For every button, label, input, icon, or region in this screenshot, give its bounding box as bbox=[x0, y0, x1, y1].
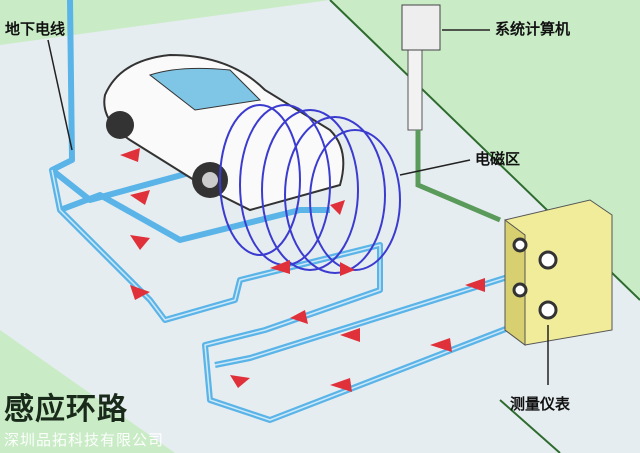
car bbox=[103, 53, 345, 212]
pole bbox=[407, 44, 423, 131]
cable bbox=[415, 130, 501, 223]
label-em-zone: 电磁区 bbox=[475, 150, 521, 168]
road-edge bbox=[499, 399, 561, 453]
diagram-title: 感应环路 bbox=[4, 392, 128, 427]
label-underground-wire: 地下电线 bbox=[5, 20, 66, 38]
leader-lines bbox=[47, 29, 549, 385]
label-system-computer: 系统计算机 bbox=[495, 20, 571, 38]
current-arrows bbox=[120, 148, 485, 392]
label-meter: 测量仪表 bbox=[510, 395, 571, 413]
watermark: 深圳品拓科技有限公司 bbox=[4, 431, 165, 449]
meter-box bbox=[504, 199, 613, 346]
computer-box bbox=[401, 4, 441, 51]
